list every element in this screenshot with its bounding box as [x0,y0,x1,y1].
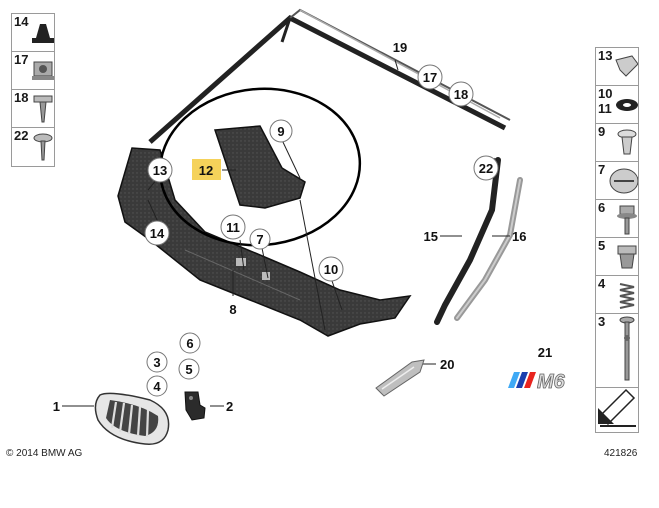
left-fastener-legend: 14 17 18 22 [11,13,55,167]
legend-cell-3[interactable]: 3 [596,314,638,388]
expanding-rivet-icon [617,129,637,155]
svg-text:4: 4 [153,379,161,394]
circle-callout-9[interactable]: 9 [269,119,293,143]
svg-text:3: 3 [153,355,160,370]
callout-19: 19 [393,40,407,55]
svg-text:6: 6 [186,336,193,351]
svg-text:9: 9 [277,124,284,139]
circle-callout-5[interactable]: 5 [178,358,200,380]
circle-callout-22[interactable]: 22 [473,155,499,181]
circle-callout-13[interactable]: 13 [147,157,173,183]
rivet-icon [33,133,53,161]
legend-number: 18 [14,90,29,105]
diagram-number: 421826 [604,448,638,459]
legend-cell-17[interactable]: 17 [12,52,54,90]
flange-bolt-icon [617,205,637,235]
legend-cell-22[interactable]: 22 [12,128,54,166]
copyright-text: © 2014 BMW AG [6,448,83,459]
svg-text:5: 5 [185,362,192,377]
legend-cell-7[interactable]: 7 [596,162,638,200]
circle-callout-18[interactable]: 18 [448,81,474,107]
legend-number: 4 [598,276,606,291]
svg-text:10: 10 [324,262,338,277]
callout-20: 20 [440,357,454,372]
legend-number: 11 [598,101,612,116]
badge-text: M6 [537,371,566,393]
long-bolt-icon [619,316,635,381]
legend-number: 14 [14,14,29,29]
coil-spring-icon [619,283,635,309]
clip-nut-icon [32,61,54,80]
legend-cell-4[interactable]: 4 [596,276,638,314]
circle-callout-7[interactable]: 7 [249,228,271,250]
svg-text:14: 14 [150,226,165,241]
legend-cell-6[interactable]: 6 [596,200,638,238]
spring-clip-icon [615,55,638,77]
svg-text:18: 18 [454,87,468,102]
a-pillar-trim-16 [454,177,523,321]
circle-callout-6[interactable]: 6 [179,332,201,354]
svg-text:7: 7 [256,232,263,247]
scale-arrow-icon [598,388,636,427]
grommet-cap-icon [609,168,638,194]
legend-number: 6 [598,200,606,215]
circle-callout-14[interactable]: 14 [144,220,170,246]
legend-cell-scale[interactable] [596,388,638,432]
svg-text:13: 13 [153,163,167,178]
circle-callout-10[interactable]: 10 [318,256,344,282]
legend-number: 22 [14,128,29,143]
callout-21: 21 [538,345,552,360]
legend-number: 10 [598,86,613,101]
legend-cell-13[interactable]: 13 [596,48,638,86]
callout-8: 8 [229,302,236,317]
push-rivet-icon [32,24,54,43]
legend-cell-5[interactable]: 5 [596,238,638,276]
legend-number: 5 [598,238,606,253]
screw-icon [33,95,53,123]
svg-text:22: 22 [479,161,493,176]
kidney-grille [94,392,170,445]
svg-text:17: 17 [423,70,437,85]
grille-bracket [184,391,206,421]
cowl-cover [213,125,306,209]
windscreen-frame [148,8,511,144]
side-marker-trim [375,359,425,397]
bushing-icon [617,245,637,269]
circle-callout-17[interactable]: 17 [417,64,443,90]
legend-number: 9 [598,124,606,139]
callout-12: 12 [199,163,213,178]
legend-number: 17 [14,52,29,67]
a-pillar-trim-15 [434,157,501,325]
legend-number: 13 [598,48,613,63]
legend-cell-9[interactable]: 9 [596,124,638,162]
circle-callout-4[interactable]: 4 [146,375,168,397]
leader-lines [62,59,510,407]
svg-text:11: 11 [226,220,240,235]
callout-16: 16 [512,229,526,244]
callout-2: 2 [226,399,233,414]
legend-number: 7 [598,162,606,177]
circle-callout-3[interactable]: 3 [146,351,168,373]
washer-icon [616,99,638,111]
callout-1: 1 [53,399,60,414]
callout-15: 15 [424,229,438,244]
m6-badge: M6 [508,371,566,393]
callout-12-highlight[interactable]: 12 [192,159,221,180]
legend-number: 3 [598,314,606,329]
legend-cell-18[interactable]: 18 [12,90,54,128]
circle-callout-11[interactable]: 11 [220,214,246,240]
cowl-panel [117,147,412,337]
legend-cell-14[interactable]: 14 [12,14,54,52]
